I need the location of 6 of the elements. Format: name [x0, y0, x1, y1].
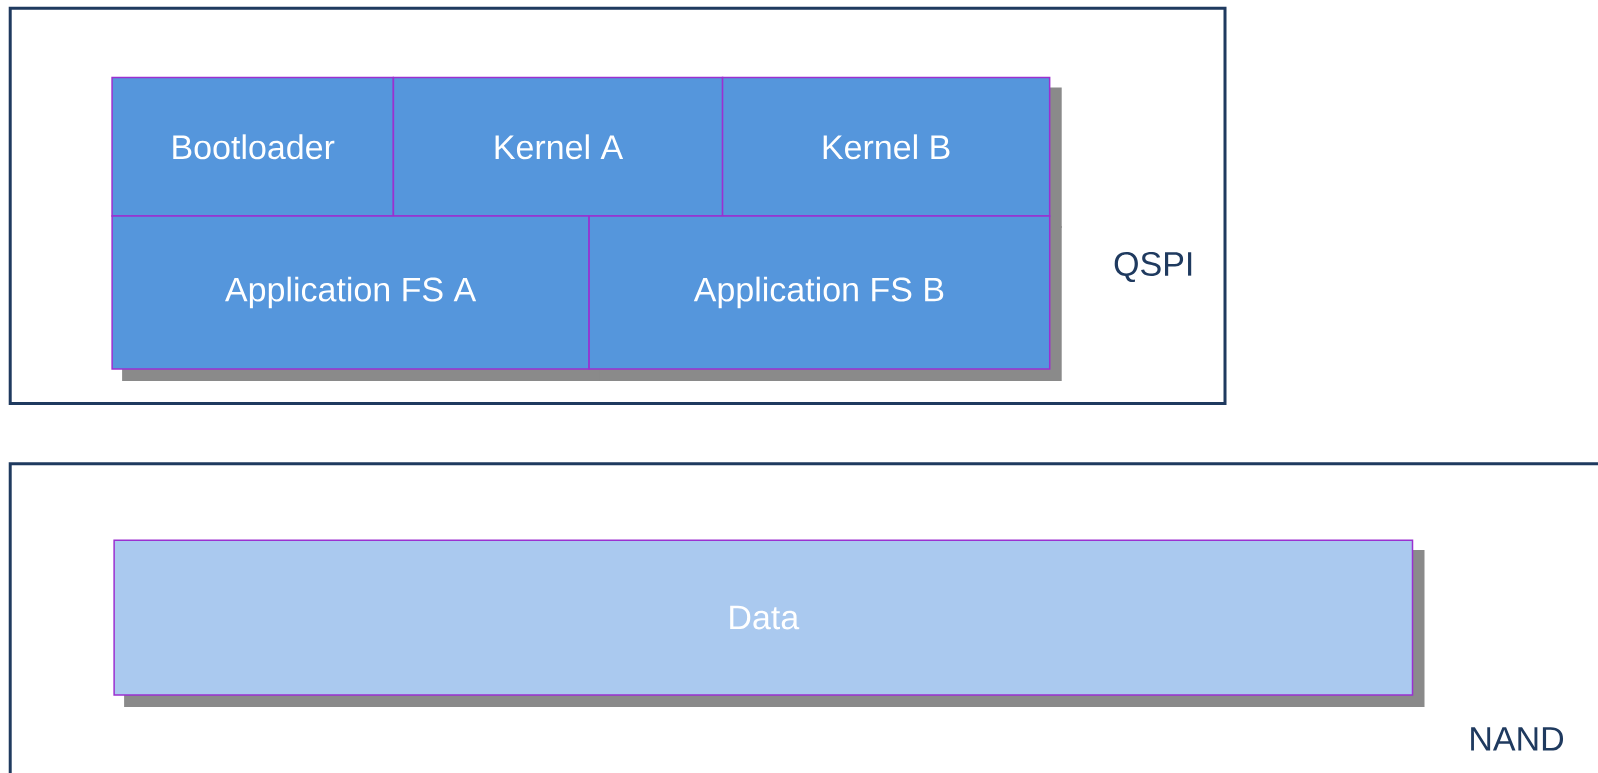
- region-label: QSPI: [1114, 251, 1192, 283]
- region-label: NAND: [1471, 727, 1564, 751]
- partition-box: Data: [113, 539, 1425, 707]
- partition-box: Application FS A: [111, 215, 602, 381]
- partition-box: Application FS B: [588, 215, 1062, 381]
- partition-box: Kernel B: [721, 76, 1062, 229]
